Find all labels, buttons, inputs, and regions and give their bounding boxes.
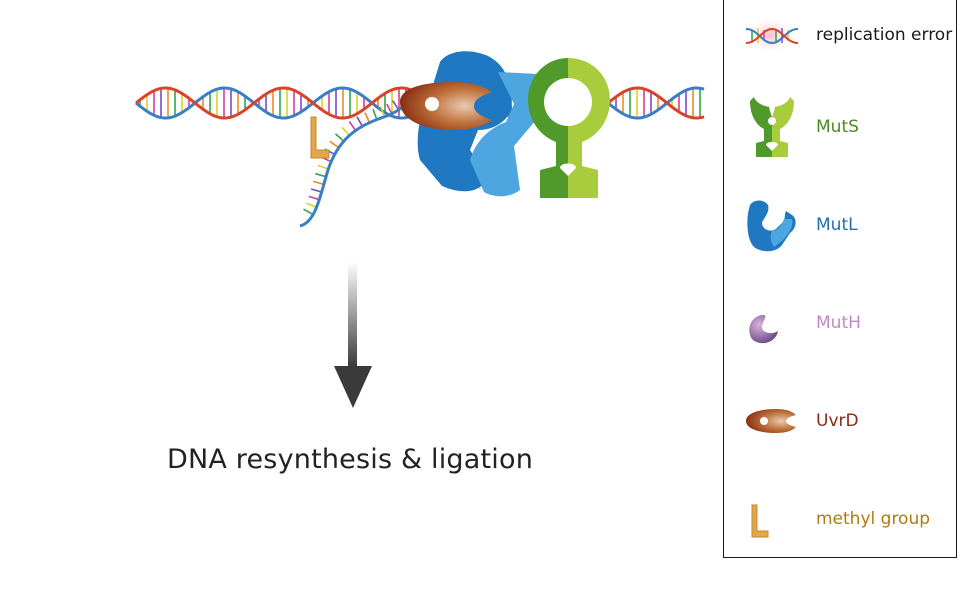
single-strand-base [391,100,400,111]
replication-error-icon [744,15,799,55]
single-strand-base [348,121,357,131]
legend-item-uvrd: UvrD [724,391,956,451]
step-caption: DNA resynthesis & ligation [166,444,534,475]
single-strand-base [312,180,325,186]
single-strand-base [356,116,363,127]
muth-icon [749,315,778,344]
single-strand-base [303,208,314,216]
single-strand-base [341,126,350,137]
legend-label-methyl-group: methyl group [816,509,931,529]
methyl-group-icon [751,504,769,538]
legend-item-muth: MutH [724,293,956,353]
single-strand-base [386,103,393,115]
muts-icon [750,97,794,157]
single-strand-bases [303,100,400,216]
methyl-group-icon [310,116,330,159]
single-strand-backbone [299,98,413,228]
legend-item-muts: MutS [724,97,956,157]
legend-label-uvrd: UvrD [816,411,859,431]
single-strand-base [308,195,320,201]
single-strand-base [329,140,340,149]
process-arrow [334,262,372,408]
uvrd-helicase [400,82,492,130]
single-strand-base [372,108,378,120]
single-strand-base [379,106,386,118]
single-strand-base [306,202,317,209]
legend-item-mutl: MutL [724,195,956,255]
single-strand-base [364,112,371,123]
mutl-icon [747,200,796,252]
displaced-single-strand [299,98,413,228]
muts-protein [528,58,610,198]
legend-label-muth: MutH [816,313,861,333]
legend-panel: replication error MutS MutL MutH UvrD [723,0,957,558]
legend-label-replication-error: replication error [816,25,953,45]
legend-label-mutl: MutL [816,215,858,235]
single-strand-base [317,164,329,170]
single-strand-base [310,188,322,193]
single-strand-base [315,172,327,178]
single-strand-base [334,133,345,142]
uvrd-icon [746,409,796,433]
legend-item-replication-error: replication error [724,5,956,65]
legend-item-methyl-group: methyl group [724,489,956,549]
legend-label-muts: MutS [816,117,859,137]
